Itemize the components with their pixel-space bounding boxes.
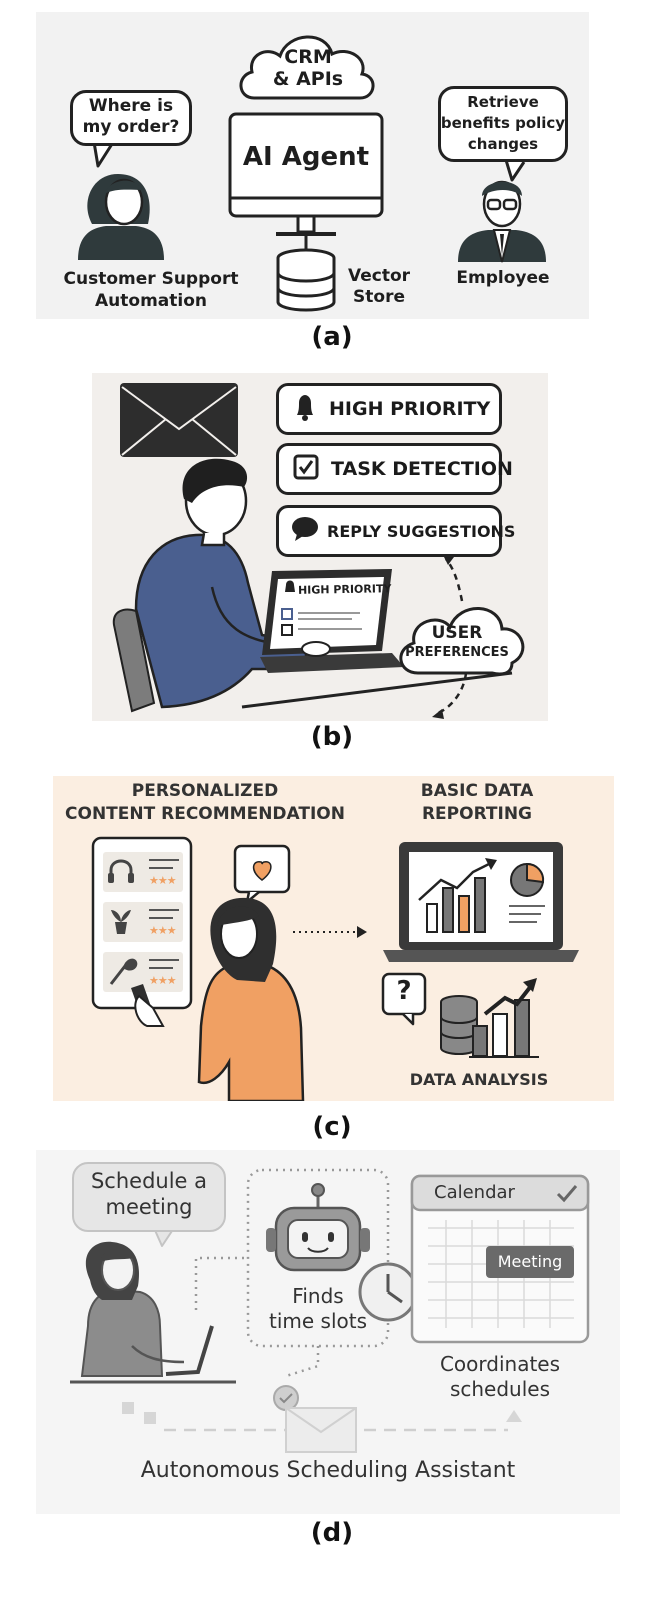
question-bubble [70,90,192,146]
panel-d-art [70,1168,590,1453]
database-icon [440,995,478,1055]
reply-suggestions-tag: REPLY SUGGESTIONS [276,505,515,557]
stars-2: ★★★ [149,924,177,937]
panel-c-art [91,836,579,1101]
checkbox-icon [293,454,319,484]
high-priority-label: HIGH PRIORITY [329,398,491,420]
stars-1: ★★★ [149,874,177,887]
cloud-label: CRM& APIs [272,46,344,90]
laptop-header: HIGH PRIORITY [297,582,392,597]
request-bubble [438,86,568,162]
panel-b: HIGH PRIORITY HIGH PRIORITY TASK DETECTI… [92,373,548,721]
schedule-bubble [72,1162,226,1232]
task-detection-tag: TASK DETECTION [276,443,513,495]
panel-b-art [112,383,525,719]
speech-bubble-icon [291,516,319,546]
meeting-block: Meeting [497,1252,563,1271]
headphones-icon [108,859,134,883]
caption-c: (c) [312,1112,352,1142]
question-mark: ? [396,976,412,1006]
bell-icon [293,393,317,425]
caption-b: (b) [310,722,354,752]
user-preferences-label: USER PREFERENCES [405,623,509,660]
reply-suggestions-label: REPLY SUGGESTIONS [327,521,516,541]
ai-agent-label: AI Agent [242,142,370,172]
caption-d: (d) [310,1518,354,1548]
footer-title: Autonomous Scheduling Assistant [140,1458,516,1483]
calendar-title: Calendar [434,1182,515,1203]
stars-3: ★★★ [149,974,177,987]
clock-icon [358,1262,418,1322]
plant-pot-icon [111,910,131,934]
data-analysis-label: DATA ANALYSIS [409,1070,549,1089]
high-priority-tag: HIGH PRIORITY [276,383,502,435]
envelope-icon [120,383,238,457]
robot-icon [266,1183,370,1272]
employee-avatar-icon [458,180,546,263]
employee-label: Employee [456,268,550,288]
woman-avatar-icon [78,174,164,260]
cloud-icon [92,35,526,312]
pie-chart-icon [510,862,545,897]
caption-a: (a) [311,322,353,352]
task-detection-label: TASK DETECTION [331,458,513,480]
trowel-icon [109,958,138,985]
